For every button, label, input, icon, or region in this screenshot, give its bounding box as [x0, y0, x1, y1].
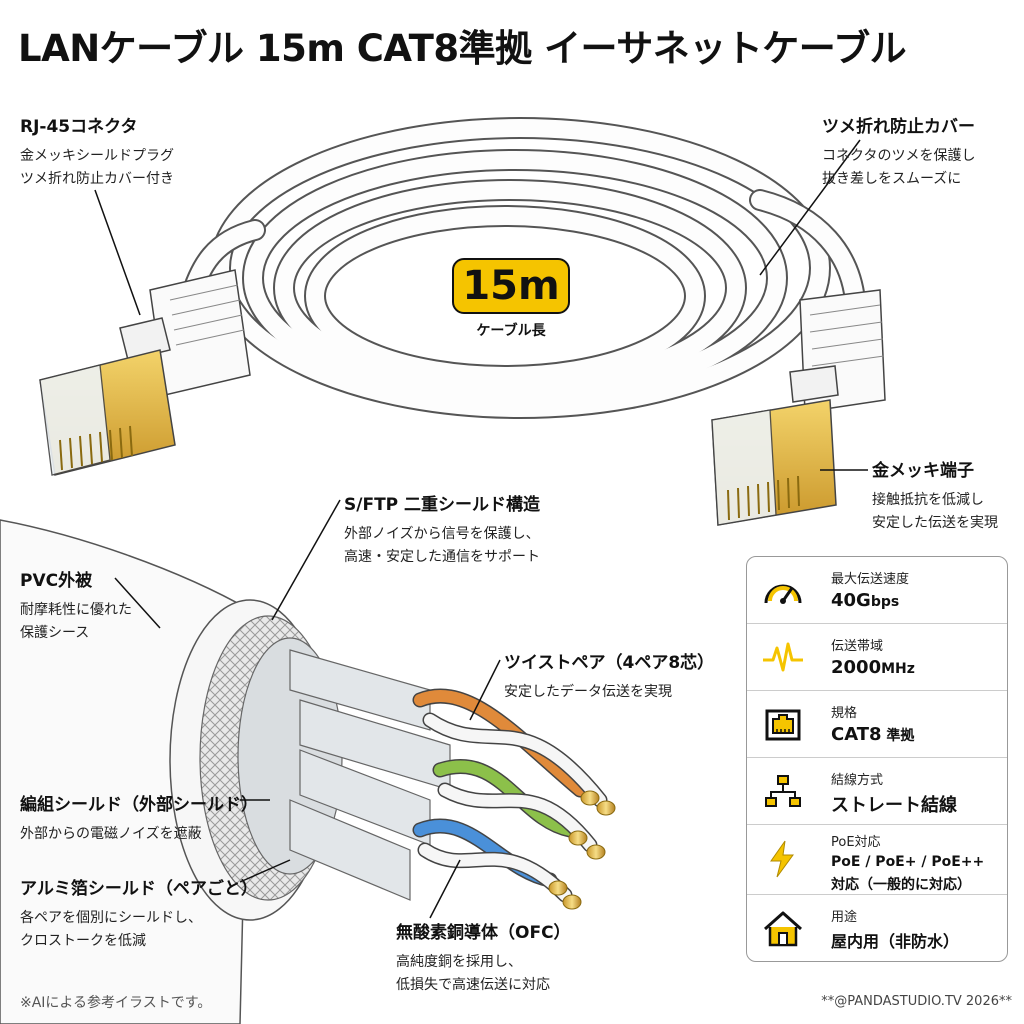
house-icon: [764, 911, 802, 947]
callout-sftp-shield: S/FTP 二重シールド構造 外部ノイズから信号を保護し、 高速・安定した通信を…: [344, 490, 540, 569]
callout-latch-cover: ツメ折れ防止カバー コネクタのツメを保護し 抜き差しをスムーズに: [822, 112, 975, 191]
spec-label: 規格: [831, 706, 858, 721]
callout-heading: 無酸素銅導体（OFC）: [396, 923, 571, 943]
spec-value-line: 対応（一般的に対応）: [831, 877, 971, 893]
callout-line: 外部からの電磁ノイズを遮蔽: [20, 826, 202, 842]
callout-line: 安定したデータ伝送を実現: [504, 684, 672, 700]
right-rj45-connector: [711, 289, 886, 526]
callout-line: 抜き差しをスムーズに: [822, 171, 962, 187]
left-rj45-connector: [39, 269, 251, 476]
callout-line: 安定した伝送を実現: [872, 515, 998, 531]
spec-value: 屋内用（非防水）: [831, 932, 960, 951]
callout-ofc-conductor: 無酸素銅導体（OFC） 高純度銅を採用し、 低損失で高速伝送に対応: [396, 918, 571, 997]
callout-gold-terminal: 金メッキ端子 接触抵抗を低減し 安定した伝送を実現: [872, 456, 998, 535]
callout-line: 高純度銅を採用し、: [396, 954, 522, 970]
spec-label: PoE対応: [831, 835, 881, 850]
page-title: LANケーブル 15m CAT8準拠 イーサネットケーブル: [18, 27, 907, 70]
spec-label: 伝送帯域: [831, 639, 884, 654]
spec-unit: 準拠: [881, 728, 915, 744]
callout-pvc-jacket: PVC外被 耐摩耗性に優れた 保護シース: [20, 566, 132, 645]
spec-value: 2000: [831, 657, 882, 678]
spec-row-usage: 用途 屋内用（非防水）: [747, 895, 1007, 961]
spec-value: 40G: [831, 590, 871, 611]
spec-unit: bps: [870, 594, 900, 610]
callout-line: 保護シース: [20, 625, 90, 641]
spec-row-wiring: 結線方式 ストレート結線: [747, 758, 1007, 825]
callout-heading: 金メッキ端子: [872, 461, 974, 481]
callout-line: 各ペアを個別にシールドし、: [20, 910, 202, 926]
spec-value: CAT8: [831, 724, 882, 745]
footer-disclaimer: ※AIによる参考イラストです。: [20, 995, 212, 1011]
callout-twisted-pair: ツイストペア（4ペア8芯） 安定したデータ伝送を実現: [504, 648, 714, 704]
spec-row-speed: 最大伝送速度 40Gbps: [747, 557, 1007, 624]
spec-value-line: PoE / PoE+ / PoE++: [831, 854, 985, 870]
callout-line: ツメ折れ防止カバー付き: [20, 171, 174, 187]
spec-panel: 最大伝送速度 40Gbps 伝送帯域 2000MHz 規格 CAT8 準拠: [746, 556, 1008, 962]
callout-heading: RJ-45コネクタ: [20, 117, 138, 137]
callout-heading: PVC外被: [20, 571, 93, 591]
callout-line: 接触抵抗を低減し: [872, 492, 984, 508]
callout-heading: アルミ箔シールド（ペアごと）: [20, 879, 258, 899]
footer-credit: **@PANDASTUDIO.TV 2026**: [821, 994, 1012, 1009]
callout-line: 耐摩耗性に優れた: [20, 602, 132, 618]
callout-line: 高速・安定した通信をサポート: [344, 549, 540, 565]
callout-line: 金メッキシールドプラグ: [20, 148, 174, 164]
cable-cross-section: [0, 519, 616, 1024]
callout-heading: ツイストペア（4ペア8芯）: [504, 653, 715, 673]
lightning-icon: [770, 840, 794, 878]
callout-line: クロストークを低減: [20, 933, 146, 949]
spec-row-standard: 規格 CAT8 準拠: [747, 691, 1007, 758]
spec-value: ストレート結線: [831, 795, 957, 816]
callout-line: コネクタのツメを保護し: [822, 148, 976, 164]
callout-braid-shield: 編組シールド（外部シールド） 外部からの電磁ノイズを遮蔽: [20, 790, 258, 846]
waveform-icon: [763, 642, 803, 672]
callout-rj45-connector: RJ-45コネクタ 金メッキシールドプラグ ツメ折れ防止カバー付き: [20, 112, 174, 191]
spec-label: 最大伝送速度: [831, 572, 910, 587]
cable-length-badge: 15m: [452, 258, 570, 314]
callout-line: 低損失で高速伝送に対応: [396, 977, 550, 993]
callout-heading: ツメ折れ防止カバー: [822, 117, 975, 137]
spec-row-bandwidth: 伝送帯域 2000MHz: [747, 624, 1007, 691]
ethernet-port-icon: [765, 709, 801, 741]
callout-heading: S/FTP 二重シールド構造: [344, 495, 541, 515]
spec-label: 用途: [831, 910, 858, 925]
network-topology-icon: [765, 775, 801, 807]
spec-unit: MHz: [881, 661, 915, 677]
callout-foil-shield: アルミ箔シールド（ペアごと） 各ペアを個別にシールドし、 クロストークを低減: [20, 874, 258, 953]
callout-heading: 編組シールド（外部シールド）: [20, 795, 258, 815]
callout-line: 外部ノイズから信号を保護し、: [344, 526, 540, 542]
speedometer-icon: [764, 584, 802, 604]
leader-lines: [94, 139, 868, 919]
cable-length-caption: ケーブル長: [476, 323, 546, 339]
spec-row-poe: PoE対応 PoE / PoE+ / PoE++ 対応（一般的に対応）: [747, 825, 1007, 895]
spec-label: 結線方式: [831, 773, 884, 788]
